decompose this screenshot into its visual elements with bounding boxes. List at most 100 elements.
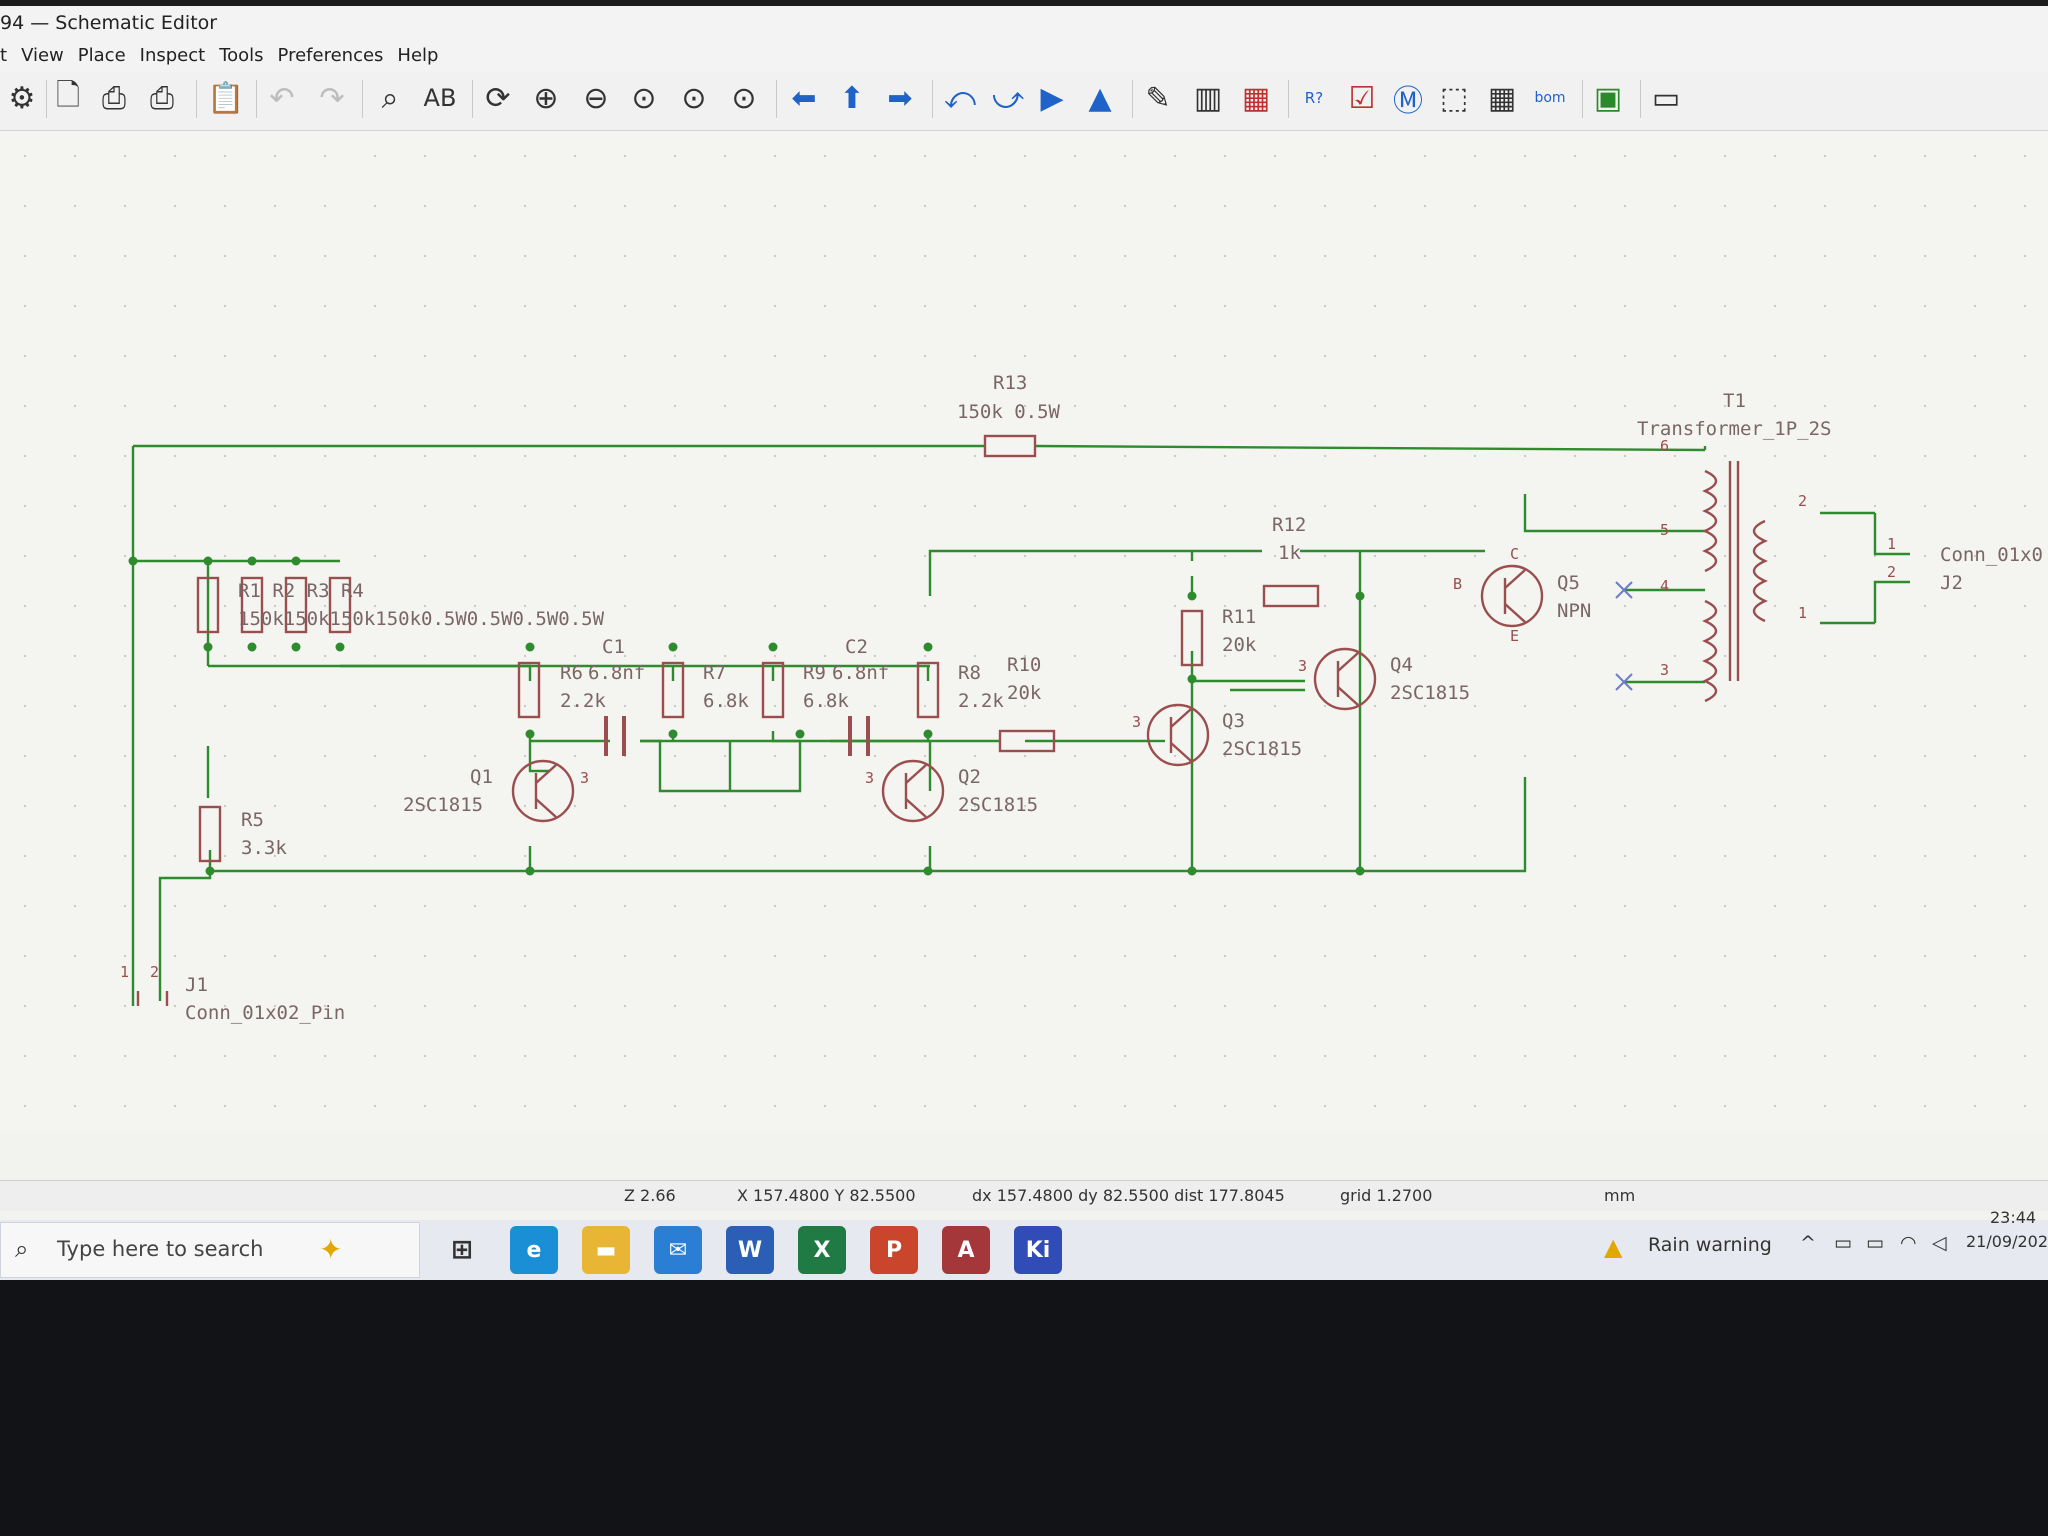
r1-r4-values[interactable]: 150k150k150k150k0.5W0.5W0.5W0.5W — [238, 608, 605, 630]
annotate-icon[interactable]: ▦ — [1241, 80, 1271, 116]
r9-ref[interactable]: R9 — [803, 662, 826, 684]
paste-icon[interactable]: 📋 — [207, 80, 245, 116]
wifi-icon[interactable]: ◠ — [1900, 1232, 1917, 1254]
r8-ref[interactable]: R8 — [958, 662, 981, 684]
c2-ref[interactable]: C2 — [845, 636, 868, 658]
clock-time[interactable]: 23:44 — [1990, 1208, 2037, 1227]
access-icon[interactable]: A — [942, 1226, 990, 1274]
mail-icon[interactable]: ✉ — [654, 1226, 702, 1274]
r13-ref[interactable]: R13 — [993, 372, 1027, 394]
c1-ref[interactable]: C1 — [602, 636, 625, 658]
schematic-setup-icon[interactable]: ⚙ — [8, 80, 36, 116]
q1-ref[interactable]: Q1 — [470, 766, 493, 788]
r12-value[interactable]: 1k — [1278, 542, 1301, 564]
r1-r4-refs[interactable]: R1 R2 R3 R4 — [238, 580, 364, 602]
kicad-icon[interactable]: Ki — [1014, 1226, 1062, 1274]
bom-export-icon[interactable]: bom — [1534, 90, 1566, 106]
mirror-h-icon[interactable]: ▶ — [1040, 80, 1064, 116]
j2-value[interactable]: Conn_01x0 — [1940, 544, 2043, 566]
r5-value[interactable]: 3.3k — [241, 837, 287, 859]
zoom-out-icon[interactable]: ⊖ — [583, 80, 609, 116]
r12-ref[interactable]: R12 — [1272, 514, 1306, 536]
pcb-editor-icon[interactable]: ▣ — [1593, 80, 1623, 116]
q5-ref[interactable]: Q5 — [1557, 572, 1580, 594]
r11-ref[interactable]: R11 — [1222, 606, 1256, 628]
q3-ref[interactable]: Q3 — [1222, 710, 1245, 732]
zoom-fit-icon[interactable]: ⊙ — [631, 80, 657, 116]
chevron-up-icon[interactable]: ^ — [1800, 1232, 1816, 1254]
redo-icon[interactable]: ↷ — [319, 80, 345, 116]
c1-value[interactable]: 6.8nf — [588, 662, 645, 684]
volume-icon[interactable]: ◁ — [1932, 1232, 1947, 1254]
task-view-icon[interactable]: ⊞ — [451, 1235, 473, 1265]
menu-inspect[interactable]: Inspect — [139, 45, 206, 66]
arrow-left-icon[interactable]: ⬅ — [791, 80, 817, 116]
edge-icon[interactable]: e — [510, 1226, 558, 1274]
arrow-right-icon[interactable]: ➡ — [887, 80, 913, 116]
r13-value[interactable]: 150k 0.5W — [957, 401, 1061, 423]
arrow-up-icon[interactable]: ⬆ — [839, 80, 865, 116]
r9-value[interactable]: 6.8k — [803, 690, 849, 712]
q2-value[interactable]: 2SC1815 — [958, 794, 1038, 816]
r7-value[interactable]: 6.8k — [703, 690, 749, 712]
menu-edit[interactable]: t — [0, 45, 8, 66]
menu-place[interactable]: Place — [77, 45, 126, 66]
find-replace-icon[interactable]: AB — [423, 84, 457, 112]
menu-tools[interactable]: Tools — [219, 45, 264, 66]
plot-icon[interactable]: ⎙ — [150, 80, 174, 116]
weather-warning-icon[interactable]: ▲ — [1604, 1233, 1623, 1261]
t1-ref[interactable]: T1 — [1723, 390, 1746, 412]
file-explorer-icon[interactable]: ▬ — [582, 1226, 630, 1274]
undo-icon[interactable]: ↶ — [269, 80, 295, 116]
rotate-cw-icon[interactable]: ⤻ — [991, 80, 1025, 116]
mirror-v-icon[interactable]: ▲ — [1088, 80, 1112, 116]
meet-icon[interactable]: ▭ — [1834, 1232, 1852, 1254]
q5-value[interactable]: NPN — [1557, 600, 1591, 622]
t1-value[interactable]: Transformer_1P_2S — [1637, 418, 1831, 440]
zoom-in-icon[interactable]: ⊕ — [533, 80, 559, 116]
r5-ref[interactable]: R5 — [241, 809, 264, 831]
clock-date[interactable]: 21/09/2024 — [1966, 1232, 2048, 1251]
excel-icon[interactable]: X — [798, 1226, 846, 1274]
j1-ref[interactable]: J1 — [185, 974, 208, 996]
rotate-ccw-icon[interactable]: ⤺ — [943, 80, 977, 116]
menu-view[interactable]: View — [21, 45, 64, 66]
new-sheet-icon[interactable]: 🗋 — [55, 77, 81, 113]
zoom-selection-icon[interactable]: ⊙ — [731, 80, 757, 116]
scripting-console-icon[interactable]: ▭ — [1651, 80, 1681, 116]
word-icon[interactable]: W — [726, 1226, 774, 1274]
q1-value[interactable]: 2SC1815 — [403, 794, 483, 816]
r11-value[interactable]: 20k — [1222, 634, 1257, 656]
library-browser-icon[interactable]: ▥ — [1193, 80, 1223, 116]
q2-ref[interactable]: Q2 — [958, 766, 981, 788]
r6-ref[interactable]: R6 — [560, 662, 583, 684]
renumber-icon[interactable]: R? — [1304, 89, 1324, 107]
q4-ref[interactable]: Q4 — [1390, 654, 1413, 676]
powerpoint-icon[interactable]: P — [870, 1226, 918, 1274]
r8-value[interactable]: 2.2k — [958, 690, 1004, 712]
symbol-editor-icon[interactable]: ✎ — [1145, 80, 1171, 116]
j1-value[interactable]: Conn_01x02_Pin — [185, 1002, 345, 1024]
r10-ref[interactable]: R10 — [1007, 654, 1041, 676]
menu-help[interactable]: Help — [397, 45, 439, 66]
find-icon[interactable]: ⌕ — [381, 80, 399, 116]
refresh-icon[interactable]: ⟳ — [485, 80, 511, 116]
copilot-sparkle-icon[interactable]: ✦ — [319, 1233, 343, 1266]
j2-ref[interactable]: J2 — [1940, 572, 1963, 594]
bom-table-icon[interactable]: ▦ — [1487, 80, 1517, 116]
c2-value[interactable]: 6.8nf — [832, 662, 889, 684]
simulator-icon[interactable]: Ⓜ — [1393, 84, 1423, 119]
q4-value[interactable]: 2SC1815 — [1390, 682, 1470, 704]
taskbar-search[interactable]: ⌕ Type here to search ✦ — [0, 1222, 420, 1278]
r6-value[interactable]: 2.2k — [560, 690, 606, 712]
erc-icon[interactable]: ☑ — [1348, 80, 1376, 116]
r10-value[interactable]: 20k — [1007, 682, 1042, 704]
zoom-objects-icon[interactable]: ⊙ — [681, 80, 707, 116]
q3-value[interactable]: 2SC1815 — [1222, 738, 1302, 760]
weather-text[interactable]: Rain warning — [1648, 1234, 1772, 1256]
r7-ref[interactable]: R7 — [703, 662, 726, 684]
battery-icon[interactable]: ▭ — [1866, 1232, 1884, 1254]
menu-preferences[interactable]: Preferences — [277, 45, 384, 66]
print-icon[interactable]: ⎙ — [102, 80, 126, 116]
footprint-assign-icon[interactable]: ⬚ — [1439, 80, 1469, 116]
